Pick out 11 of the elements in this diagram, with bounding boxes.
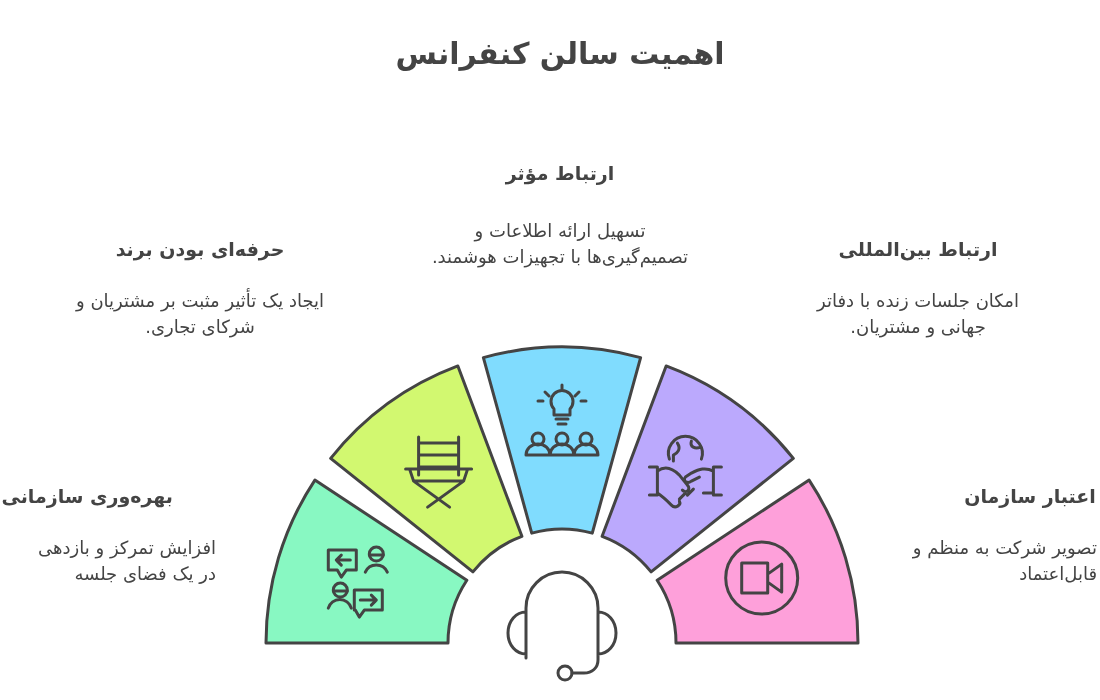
heading: بهره‌وری سازمانی <box>3 484 173 510</box>
heading: حرفه‌ای بودن برند <box>114 237 286 263</box>
description-text: تصویر شرکت به منظم و قابل‌اعتماد <box>912 536 1097 587</box>
title: اهمیت سالن کنفرانس <box>394 35 726 73</box>
description-text: ایجاد یک تأثیر مثبت بر مشتریان و شرکای تجاری. <box>75 288 325 340</box>
heading: ارتباط بین‌المللی <box>837 237 999 263</box>
description-text: امکان جلسات زنده با دفاتر جهانی و مشتریان. <box>815 289 1020 340</box>
heading: ارتباط مؤثر <box>504 161 616 187</box>
heading: اعتبار سازمان <box>963 484 1097 510</box>
description-text: تسهیل ارائه اطلاعات و تصمیم‌گیری‌ها با تجهیزات هوشمند. <box>430 219 690 270</box>
description-text: افزایش تمرکز و بازدهی در یک فضای جلسه <box>37 536 216 587</box>
